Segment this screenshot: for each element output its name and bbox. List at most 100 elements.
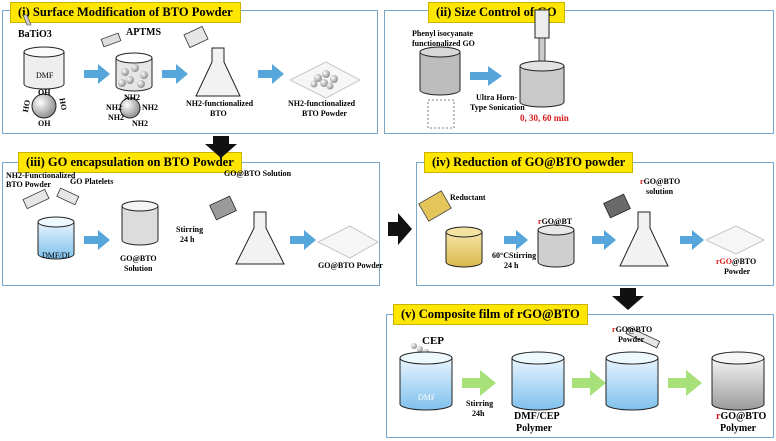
beaker-reduction-icon <box>445 226 483 268</box>
label-bto-powder: BTO Powder <box>302 109 347 118</box>
label-nh2-functionalized-bto: NH2-Functionalized <box>6 171 76 180</box>
label-nh2-b: NH2 <box>106 103 122 112</box>
arrow-green-2 <box>572 370 606 396</box>
label-rgobto-solution-r: r <box>640 177 644 186</box>
arrow-right-1 <box>388 213 412 245</box>
gobto-powder-pile-icon <box>317 225 379 259</box>
label-rgobto-powder-v-r: r <box>612 325 616 334</box>
nh2-powder-pile-icon <box>289 61 361 99</box>
label-ho-right: HO <box>57 97 69 111</box>
label-type-sonication: Type Sonication <box>470 103 525 112</box>
label-24h-iv: 24 h <box>504 261 519 270</box>
label-rgobto-polymer: rGO@BTO <box>716 411 767 423</box>
rgobto-powder-pour-icon <box>625 326 661 349</box>
panel-title-go-encapsulation: (iii) GO encapsulation on BTO Powder <box>18 152 242 173</box>
label-phenyl-isocyanate: Phenyl isocyanate <box>412 29 474 38</box>
label-dmf-di: DMF/DI <box>42 251 71 260</box>
label-rgobto-polymer-r: r <box>716 411 721 422</box>
panel-go-encapsulation <box>2 162 380 286</box>
panel-title-reduction: (iv) Reduction of GO@BTO powder <box>424 152 634 173</box>
arrow-blue-8 <box>592 230 616 250</box>
label-sonication-minutes: 0, 30, 60 min <box>520 113 569 123</box>
arrow-blue-4 <box>470 66 502 86</box>
label-24h: 24 h <box>180 235 195 244</box>
label-cep: CEP <box>422 335 444 347</box>
arrow-blue-7 <box>504 230 528 250</box>
beaker-rgobt-icon <box>537 224 575 268</box>
label-nh2-functionalized-powder: NH2-functionalized <box>288 99 356 108</box>
panel-title-composite-film: (v) Composite film of rGO@BTO <box>393 304 588 325</box>
reductant-beaker-icon <box>418 190 452 222</box>
label-rgobto-solution-text: GO@BTO <box>643 177 681 186</box>
beaker-aptms-icon <box>115 52 153 92</box>
arrow-green-1 <box>462 370 496 396</box>
arrow-blue-1 <box>84 64 110 84</box>
label-powder-iv: Powder <box>724 267 751 276</box>
label-rgobt-text: GO@BT <box>541 217 573 226</box>
label-rgobt-r: r <box>538 217 542 226</box>
nh2-powder-pour-icon <box>22 187 80 210</box>
label-stirring: Stirring <box>176 225 204 234</box>
label-rgobto-powder: rGO@BTO <box>716 257 757 266</box>
beaker-dmf-di-icon <box>37 216 75 260</box>
rgobto-powder-pile-icon <box>705 225 765 255</box>
panel-title-size-control: (ii) Size Control of GO <box>428 2 565 23</box>
label-go-platelets: GO Platelets <box>70 177 114 186</box>
label-solution-iv: solution <box>646 187 674 196</box>
label-reductant: Reductant <box>450 193 486 202</box>
flask-gobto-icon <box>209 195 285 265</box>
label-powder-v: Powder <box>618 335 645 344</box>
arrow-blue-6 <box>290 230 316 250</box>
arrow-green-3 <box>668 370 702 396</box>
label-oh: OH <box>38 88 51 97</box>
label-dmf: DMF <box>36 71 54 80</box>
beaker-dmf-cep-icon <box>399 351 453 411</box>
label-gobto-solution-bottom: Solution <box>124 264 153 273</box>
label-ultra-horn: Ultra Horn- <box>476 93 518 102</box>
label-nh2-e: NH2 <box>132 119 148 128</box>
label-nh2-c: NH2 <box>142 103 158 112</box>
batio3-particle-icon <box>31 93 57 119</box>
label-gobto-solution: GO@BTO Solution <box>224 169 292 178</box>
flask-rgobto-icon <box>603 193 669 267</box>
beaker-dmf-icon <box>23 46 65 90</box>
panel-title-surface-modification: (i) Surface Modification of BTO Powder <box>10 2 241 23</box>
beaker-dmfcep-polymer-icon <box>511 351 565 411</box>
beaker-rgobto-polymer-icon <box>711 351 765 411</box>
label-rgobto-powder-r: rGO <box>716 257 732 266</box>
label-rgobto-powder-text: @BTO <box>732 257 757 266</box>
arrow-blue-3 <box>258 64 284 84</box>
arrow-down-2 <box>612 288 644 310</box>
arrow-blue-9 <box>680 230 704 250</box>
beaker-phenyl-go-icon <box>419 46 461 96</box>
nh2-particle-icon <box>119 97 141 119</box>
beaker-sonication-icon <box>519 60 565 108</box>
beaker-gobto-icon <box>121 200 159 246</box>
label-aptms: APTMS <box>126 27 161 38</box>
label-dmf-cep: DMF/CEP <box>514 411 560 422</box>
label-gobto: GO@BTO <box>120 254 157 263</box>
label-nh2-a: NH2 <box>124 93 140 102</box>
label-rgobto-polymer-text: GO@BTO <box>720 411 767 422</box>
go-lattice-icon <box>427 99 455 129</box>
label-polymer: Polymer <box>516 423 553 434</box>
label-nh2-d: NH2 <box>108 113 124 122</box>
label-functionalized-go: functionalized GO <box>412 39 475 48</box>
label-stirring-v: Stirring <box>466 399 494 408</box>
batio3-vial-icon <box>22 14 32 26</box>
label-ho-bottom: HO <box>38 118 51 128</box>
label-polymer-v: Polymer <box>720 423 757 434</box>
label-dmf-v: DMF <box>418 393 436 402</box>
arrow-blue-5 <box>84 230 110 250</box>
arrow-down-1 <box>205 136 237 158</box>
label-gobto-powder: GO@BTO Powder <box>318 261 383 270</box>
label-rgobto-powder-v: rGO@BTO <box>612 325 652 334</box>
beaker-mixing-icon <box>605 351 659 411</box>
flask-nh2-icon <box>183 25 241 97</box>
arrow-blue-2 <box>162 64 188 84</box>
label-60c-stirring: 60°CStirring <box>492 251 537 260</box>
label-bto: BTO <box>210 109 227 118</box>
label-rgobt: rGO@BT <box>538 217 573 226</box>
